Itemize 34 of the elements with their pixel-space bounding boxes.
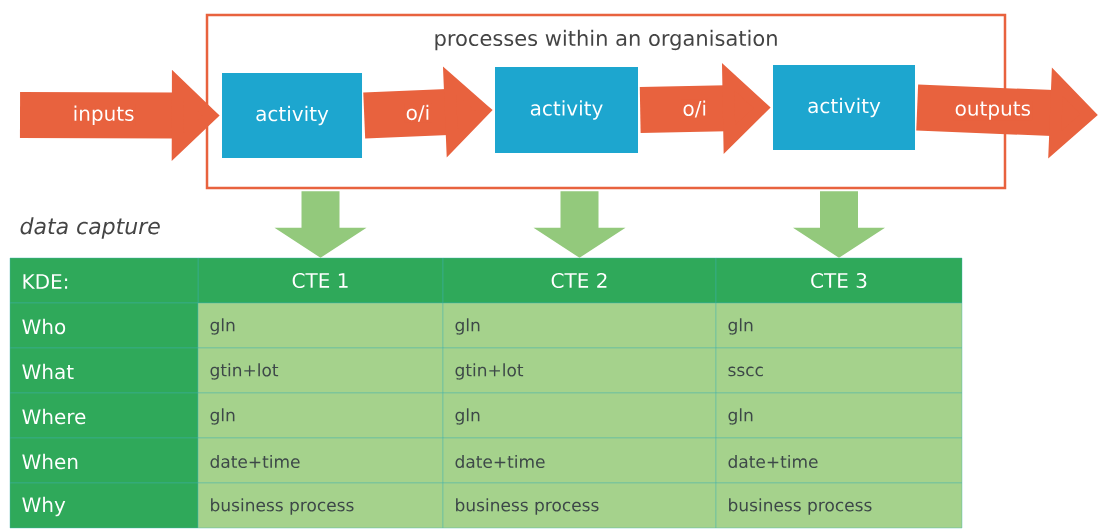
activity-box: activity	[773, 65, 915, 150]
activity-box: activity	[495, 67, 638, 153]
table-cell: gtin+lot	[442, 347, 717, 394]
row-header-cell: What	[9, 347, 199, 394]
table-cell: gln	[197, 392, 444, 439]
block-arrow	[533, 191, 626, 258]
table-header-cell: CTE 1	[197, 257, 444, 304]
table-cell: date+time	[197, 437, 444, 484]
block-arrow	[793, 191, 885, 258]
edge-label: o/i	[683, 100, 706, 118]
table-cell: gln	[197, 302, 444, 349]
edge-label: inputs	[74, 105, 134, 125]
table-cell: gln	[715, 392, 963, 439]
table-cell: gln	[442, 392, 717, 439]
table-cell: gtin+lot	[197, 347, 444, 394]
edge-label: o/i	[406, 104, 429, 122]
table-cell: gln	[715, 302, 963, 349]
table-header-cell: CTE 3	[715, 257, 963, 304]
table-header-cell: CTE 2	[442, 257, 717, 304]
table-cell: date+time	[442, 437, 717, 484]
row-header-cell: Who	[9, 302, 199, 349]
table-header-cell: KDE:	[9, 257, 199, 304]
row-header-cell: Where	[9, 392, 199, 439]
block-arrow	[274, 191, 367, 258]
table-cell: sscc	[715, 347, 963, 394]
table-cell: gln	[442, 302, 717, 349]
table-cell: date+time	[715, 437, 963, 484]
row-header-cell: Why	[9, 482, 199, 529]
table-cell: business process	[715, 482, 963, 529]
row-header-cell: When	[9, 437, 199, 484]
activity-box: activity	[222, 73, 362, 158]
table-cell: business process	[442, 482, 717, 529]
section-title: data capture	[20, 217, 160, 239]
table-cell: business process	[197, 482, 444, 529]
